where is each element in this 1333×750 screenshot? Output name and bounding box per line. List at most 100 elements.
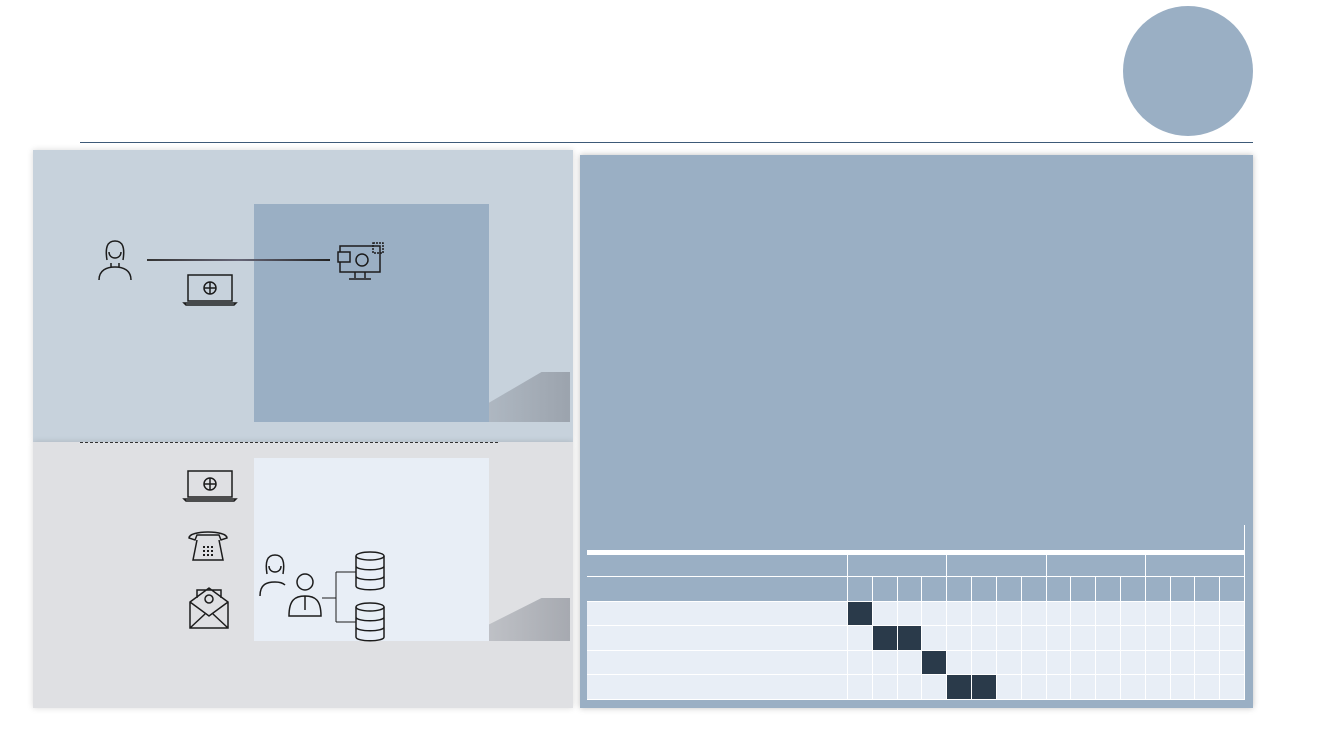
web-monitor-icon <box>337 242 384 280</box>
gantt-empty-cell <box>1046 626 1072 651</box>
gantt-empty-cell <box>848 651 873 675</box>
platform-box <box>254 204 489 422</box>
header-separator <box>587 551 1245 555</box>
gantt-empty-cell <box>1170 602 1196 626</box>
gantt-empty-cell <box>1096 675 1121 700</box>
gantt-empty-cell <box>1195 626 1221 651</box>
gantt-empty-cell <box>872 602 898 626</box>
gantt-empty-cell <box>1071 675 1097 700</box>
period-column-header <box>972 577 997 602</box>
gantt-empty-cell <box>1120 626 1146 651</box>
gantt-empty-cell <box>897 602 923 626</box>
gantt-empty-cell <box>1096 651 1121 675</box>
period-group-header <box>1046 555 1146 577</box>
database-icon <box>355 602 385 642</box>
gantt-empty-cell <box>1145 626 1171 651</box>
table-title-row <box>587 525 1245 551</box>
telephone-icon <box>188 531 228 561</box>
database-icon <box>355 551 385 591</box>
gantt-empty-cell <box>897 675 923 700</box>
period-column-header <box>872 577 898 602</box>
task-label-cell <box>587 602 848 626</box>
gantt-active-cell <box>922 651 948 675</box>
gantt-empty-cell <box>996 651 1022 675</box>
gantt-empty-cell <box>1021 675 1047 700</box>
laptop-globe-icon <box>182 274 238 306</box>
gantt-active-cell <box>972 675 997 700</box>
gantt-empty-cell <box>872 651 898 675</box>
period-column-header <box>1220 577 1245 602</box>
gantt-empty-cell <box>996 675 1022 700</box>
gantt-empty-cell <box>947 651 973 675</box>
task-header-cell <box>587 555 848 577</box>
email-envelope-icon <box>189 587 229 629</box>
period-column-header <box>897 577 923 602</box>
gantt-active-cell <box>872 626 898 651</box>
dashed-divider <box>80 442 498 443</box>
gantt-empty-cell <box>1220 626 1245 651</box>
gantt-empty-cell <box>996 626 1022 651</box>
period-column-header <box>1120 577 1146 602</box>
gantt-active-cell <box>897 626 923 651</box>
gantt-empty-cell <box>922 675 948 700</box>
gantt-empty-cell <box>1170 626 1196 651</box>
gantt-active-cell <box>947 675 973 700</box>
gantt-empty-cell <box>1046 675 1072 700</box>
task-label-cell <box>587 675 848 700</box>
gantt-empty-cell <box>1071 602 1097 626</box>
gantt-empty-cell <box>1145 602 1171 626</box>
gantt-empty-cell <box>1120 675 1146 700</box>
gantt-empty-cell <box>972 602 997 626</box>
gantt-empty-cell <box>1145 651 1171 675</box>
period-group-header <box>947 555 1047 577</box>
gantt-empty-cell <box>1021 626 1047 651</box>
gantt-empty-cell <box>848 626 873 651</box>
period-column-header <box>1046 577 1072 602</box>
gantt-empty-cell <box>1195 675 1221 700</box>
gantt-empty-cell <box>1120 651 1146 675</box>
laptop-globe-icon <box>182 470 238 502</box>
gantt-empty-cell <box>1195 651 1221 675</box>
gantt-empty-cell <box>1195 602 1221 626</box>
connector-line <box>147 259 330 261</box>
period-column-header <box>947 577 973 602</box>
period-group-header <box>1145 555 1245 577</box>
service-team-icon <box>259 554 322 617</box>
period-column-header <box>848 577 873 602</box>
gantt-empty-cell <box>947 626 973 651</box>
gantt-empty-cell <box>1021 602 1047 626</box>
gantt-empty-cell <box>1096 602 1121 626</box>
task-subheader-cell <box>587 577 848 602</box>
gantt-empty-cell <box>996 602 1022 626</box>
user-woman-icon <box>98 240 132 281</box>
gantt-empty-cell <box>1145 675 1171 700</box>
gantt-empty-cell <box>897 651 923 675</box>
gantt-empty-cell <box>922 602 948 626</box>
gantt-empty-cell <box>1220 651 1245 675</box>
gantt-empty-cell <box>947 602 973 626</box>
task-label-cell <box>587 626 848 651</box>
database-connector <box>322 571 356 623</box>
gantt-active-cell <box>848 602 873 626</box>
period-column-header <box>1145 577 1171 602</box>
gantt-table <box>587 525 1245 700</box>
title-divider <box>80 142 1253 143</box>
period-column-header <box>1195 577 1221 602</box>
gantt-empty-cell <box>1021 651 1047 675</box>
gantt-empty-cell <box>848 675 873 700</box>
period-column-header <box>1170 577 1196 602</box>
gantt-empty-cell <box>872 675 898 700</box>
gantt-empty-cell <box>1220 675 1245 700</box>
gantt-empty-cell <box>1071 651 1097 675</box>
gantt-empty-cell <box>1170 651 1196 675</box>
gantt-empty-cell <box>1071 626 1097 651</box>
period-column-header <box>1096 577 1121 602</box>
section-number-circle <box>1123 6 1253 136</box>
gantt-empty-cell <box>972 626 997 651</box>
period-column-header <box>996 577 1022 602</box>
gantt-empty-cell <box>1120 602 1146 626</box>
gantt-empty-cell <box>1046 651 1072 675</box>
period-column-header <box>1021 577 1047 602</box>
gantt-empty-cell <box>922 626 948 651</box>
gantt-empty-cell <box>1046 602 1072 626</box>
